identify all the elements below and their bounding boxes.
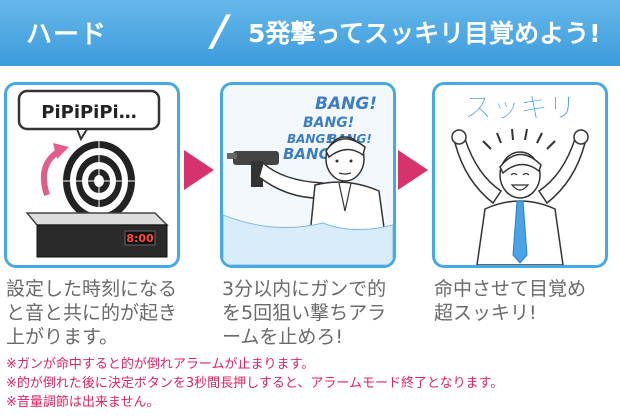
target-icon: [63, 141, 135, 221]
left-fist-icon: [451, 129, 467, 145]
step-arrow-2: [398, 150, 428, 190]
rise-arrow-head-icon: [53, 143, 69, 159]
caption-line: と音と共に的が起き: [6, 302, 178, 324]
speech-bubble-tail: [75, 128, 89, 142]
shooter-illustration: BANG! BANG! BANG! BANG! BANG!: [223, 85, 393, 265]
caption-line: 超スッキリ!: [434, 302, 537, 324]
bang-label: BANG!: [315, 94, 377, 114]
alarm-clock-base-icon: [25, 212, 169, 258]
sparkle-lines-icon: [482, 128, 556, 150]
smiling-face-icon: [499, 151, 542, 199]
bubble-text: PiPiPiPi…: [41, 102, 136, 123]
caption-line: を5回狙い撃ちアラ: [222, 302, 387, 324]
step-panel-alarm: PiPiPiPi… 8:00: [4, 82, 180, 268]
bang-label: BANG!: [303, 115, 354, 131]
right-fist-icon: [573, 129, 589, 145]
caption-line: 上がります。: [6, 326, 119, 348]
left-arm-icon: [454, 138, 503, 205]
bang-label: BANG!: [283, 145, 338, 163]
alarm-target-illustration: PiPiPiPi… 8:00: [17, 89, 169, 258]
panel3-heading: スッキリ: [464, 91, 576, 124]
blanket-icon: [223, 214, 393, 265]
step1-caption: 設定した時刻になる と音と共に的が起き 上がります。: [6, 277, 196, 349]
step2-caption: 3分以内にガンで的 を5回狙い撃ちアラ ームを止めろ!: [222, 277, 412, 349]
step3-caption: 命中させて目覚め 超スッキリ!: [434, 277, 620, 325]
gun-icon: [227, 151, 279, 187]
banner-tagline: 5発撃ってスッキリ目覚めよう!: [248, 19, 601, 48]
speech-bubble: [17, 89, 161, 131]
step-panel-refreshed: スッキリ: [432, 82, 608, 268]
header-banner: ハード / 5発撃ってスッキリ目覚めよう!: [0, 0, 620, 66]
caption-line: 3分以内にガンで的: [222, 278, 387, 300]
necktie-icon: [512, 200, 528, 264]
note-item: ※ガンが命中すると的が倒れアラームが止まります。: [6, 357, 315, 372]
caption-line: 設定した時刻になる: [6, 278, 178, 300]
note-item: ※音量調節は出来ません。: [6, 395, 160, 410]
banner-separator: /: [206, 6, 233, 55]
clock-display: 8:00: [126, 232, 154, 245]
right-arm-icon: [537, 138, 586, 205]
step-panel-shoot: BANG! BANG! BANG! BANG! BANG!: [220, 82, 396, 268]
caption-line: 命中させて目覚め: [434, 278, 587, 300]
notes-list: ※ガンが命中すると的が倒れアラームが止まります。 ※的が倒れた後に決定ボタンを3…: [6, 355, 616, 412]
banner-mode-label: ハード: [26, 20, 108, 50]
caption-line: ームを止めろ!: [222, 326, 344, 348]
refreshed-man-illustration: スッキリ: [451, 91, 589, 265]
step-arrow-1: [184, 150, 214, 190]
bang-label: BANG!: [287, 132, 331, 146]
man-face-icon: [325, 136, 366, 182]
note-item: ※的が倒れた後に決定ボタンを3秒間長押しすると、アラームモード終了となります。: [6, 376, 504, 391]
